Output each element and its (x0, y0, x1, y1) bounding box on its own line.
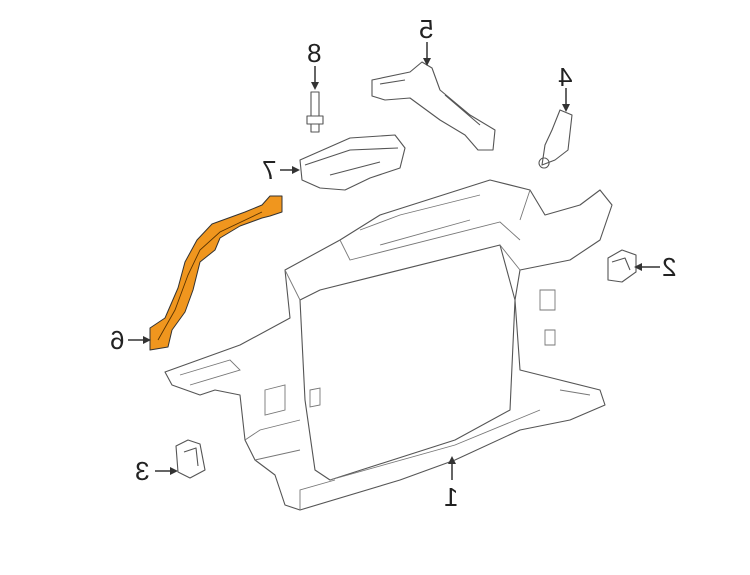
part-6-highlighted-brace[interactable] (149, 195, 283, 351)
part-1-radiator-support[interactable] (164, 179, 613, 511)
callout-6: 6 (110, 325, 125, 355)
part-5-bracket[interactable] (371, 61, 496, 151)
part-3-bracket[interactable] (175, 439, 206, 479)
callout-5: 5 (419, 14, 434, 44)
callout-7: 7 (262, 155, 277, 185)
callout-8: 8 (307, 38, 322, 68)
callout-3: 3 (135, 456, 150, 486)
callout-4: 4 (558, 62, 573, 92)
leader-arrows (128, 42, 660, 480)
part-8-bolt[interactable] (306, 91, 324, 133)
callout-2: 2 (662, 252, 677, 282)
callout-1: 1 (444, 482, 459, 512)
part-2-bracket[interactable] (607, 249, 637, 283)
part-7-bracket[interactable] (299, 134, 406, 191)
part-4-bracket[interactable] (538, 109, 573, 169)
